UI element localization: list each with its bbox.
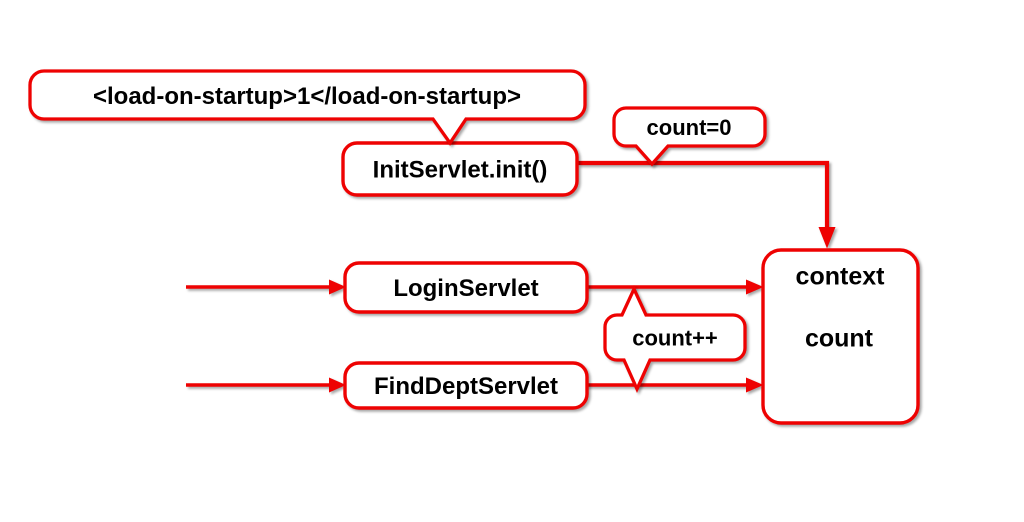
- arrow-find-dept-to-context: [586, 377, 764, 393]
- node-login-servlet: LoginServlet: [343, 261, 589, 314]
- arrow-into-login-servlet: [186, 279, 346, 295]
- callout-count-increment: count++: [603, 285, 747, 394]
- arrow-init-to-context: [578, 160, 836, 249]
- init-servlet-label: InitServlet.init(): [373, 157, 548, 184]
- arrow-into-find-dept-servlet: [186, 377, 346, 393]
- load-on-startup-bubble: [28, 69, 587, 146]
- callout-count-init: count=0: [612, 106, 767, 167]
- init-servlet-box: [341, 141, 579, 197]
- load-on-startup-label: <load-on-startup>1</load-on-startup>: [93, 83, 521, 110]
- arrowhead-right-icon: [746, 279, 764, 295]
- node-context: context count: [761, 248, 920, 425]
- count-increment-label: count++: [632, 326, 718, 351]
- node-init-servlet: InitServlet.init(): [341, 141, 579, 197]
- login-servlet-label: LoginServlet: [393, 275, 538, 302]
- init-to-context-line: [578, 160, 830, 229]
- login-servlet-box: [343, 261, 589, 314]
- count-increment-bubble: [603, 285, 747, 394]
- node-find-dept-servlet: FindDeptServlet: [343, 361, 589, 410]
- arrowhead-right-icon: [329, 377, 346, 393]
- count-init-label: count=0: [647, 115, 732, 140]
- context-count-label: count: [805, 325, 874, 353]
- find-dept-servlet-label: FindDeptServlet: [374, 373, 558, 400]
- find-dept-servlet-box: [343, 361, 589, 410]
- arrow-login-to-context: [586, 279, 764, 295]
- arrowhead-right-icon: [329, 279, 346, 295]
- arrowhead-down-icon: [818, 227, 836, 249]
- callout-load-on-startup: <load-on-startup>1</load-on-startup>: [28, 69, 587, 146]
- context-label: context: [796, 263, 886, 291]
- context-box: [761, 248, 920, 425]
- count-init-bubble: [612, 106, 767, 167]
- arrowhead-right-icon: [746, 377, 764, 393]
